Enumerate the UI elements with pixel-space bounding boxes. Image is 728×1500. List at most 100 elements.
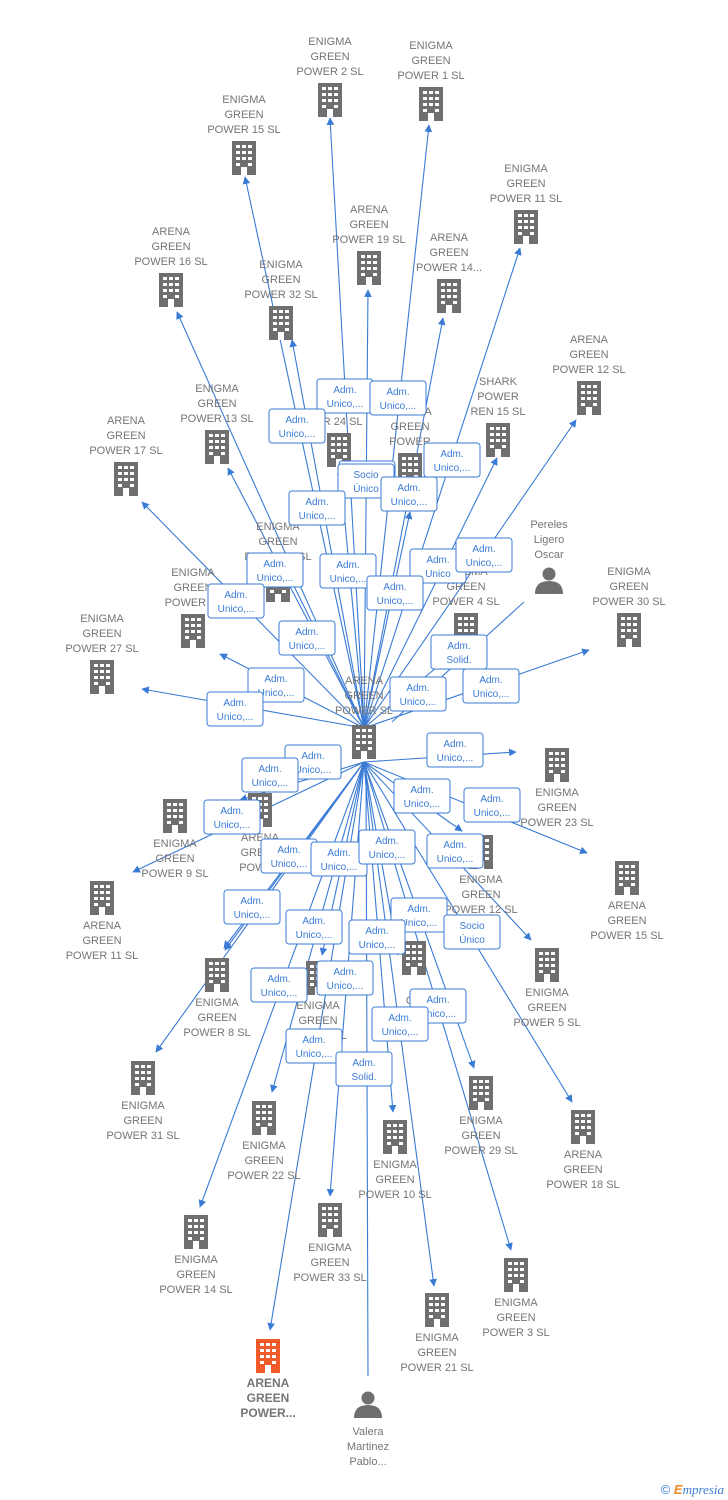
- relation-label-box: [319, 553, 377, 589]
- relation-label-text: Adm.: [333, 385, 356, 396]
- relation-label-text: Solid.: [351, 1072, 376, 1083]
- relation-label[interactable]: Adm.Unico,...: [241, 757, 299, 793]
- relation-label[interactable]: Adm.Unico,...: [260, 838, 318, 874]
- relation-label[interactable]: Adm.Unico,...: [358, 829, 416, 865]
- relation-label-text: Adm.: [443, 739, 466, 750]
- relation-label[interactable]: Adm.Solid.: [430, 634, 488, 670]
- relation-label-box: [348, 919, 406, 955]
- relation-label[interactable]: Adm.Unico,...: [316, 378, 374, 414]
- node-egp24[interactable]: ER 24 SL: [315, 416, 363, 467]
- relation-label[interactable]: Adm.Unico,...: [206, 691, 264, 727]
- relation-label-box: [223, 889, 281, 925]
- relation-label[interactable]: Adm.Unico,...: [285, 909, 343, 945]
- node-label-line: ENIGMA: [195, 997, 239, 1009]
- relation-label[interactable]: Adm.Unico,...: [371, 1006, 429, 1042]
- relation-label[interactable]: Adm.Unico,...: [207, 583, 265, 619]
- relation-label[interactable]: Adm.Unico,...: [246, 552, 304, 588]
- relation-label-text: Adm.: [258, 764, 281, 775]
- relation-label[interactable]: Adm.Unico,...: [268, 408, 326, 444]
- relation-label[interactable]: Adm.Unico,...: [348, 919, 406, 955]
- node-label-line: ENIGMA: [121, 1100, 165, 1112]
- relation-label-text: Unico,...: [401, 918, 438, 929]
- relation-label[interactable]: Adm.Solid.: [335, 1051, 393, 1087]
- node-label-line: GREEN: [298, 1015, 337, 1027]
- relation-label-text: Adm.: [480, 794, 503, 805]
- node-label-line: GREEN: [461, 889, 500, 901]
- node-valera[interactable]: ValeraMartinezPablo...: [347, 1391, 389, 1469]
- node-label-line: ARENA: [107, 415, 146, 427]
- node-label-line: POWER 14...: [416, 262, 482, 274]
- relation-label[interactable]: Adm.Unico,...: [250, 967, 308, 1003]
- relation-label-box: [203, 799, 261, 835]
- relation-label[interactable]: Adm.Unico,...: [278, 620, 336, 656]
- relation-label[interactable]: Adm.Unico,...: [426, 833, 484, 869]
- relation-label[interactable]: Adm.Unico,...: [366, 575, 424, 611]
- node-agpHL[interactable]: ARENAGREENPOWER...: [240, 1339, 296, 1420]
- relation-label[interactable]: Adm.Unico,...: [316, 960, 374, 996]
- node-label-line: ENIGMA: [409, 40, 453, 52]
- relation-label-text: Unico,...: [330, 574, 367, 585]
- relation-label[interactable]: Adm.Unico,...: [389, 676, 447, 712]
- node-label-line: GREEN: [244, 1155, 283, 1167]
- relation-label[interactable]: Adm.Unico,...: [288, 490, 346, 526]
- relation-label[interactable]: Adm.Unico,...: [423, 442, 481, 478]
- relation-label-text: Unico,...: [296, 1049, 333, 1060]
- node-label-line: POWER...: [240, 1406, 295, 1420]
- brand-footer[interactable]: © Empresia: [661, 1482, 724, 1498]
- relation-label[interactable]: Adm.Unico,...: [369, 380, 427, 416]
- relation-label[interactable]: Adm.Unico,...: [223, 889, 281, 925]
- building-icon: [419, 87, 443, 121]
- relation-label-text: Adm.: [410, 785, 433, 796]
- relation-label[interactable]: Adm.Unico,...: [463, 787, 521, 823]
- relation-label[interactable]: Adm.Unico,...: [380, 476, 438, 512]
- node-label-line: ENIGMA: [195, 383, 239, 395]
- relation-label[interactable]: Adm.Unico,...: [310, 841, 368, 877]
- relation-label[interactable]: Adm.Unico,...: [426, 732, 484, 768]
- relation-label-text: Adm.: [407, 904, 430, 915]
- relation-label[interactable]: Adm.Unico,...: [455, 537, 513, 573]
- relation-label[interactable]: Adm.Unico,...: [203, 799, 261, 835]
- relation-label[interactable]: Adm.Unico,...: [393, 778, 451, 814]
- relation-label[interactable]: Adm.Unico,...: [319, 553, 377, 589]
- relation-label[interactable]: Adm.Unico,...: [285, 1028, 343, 1064]
- relation-label-box: [380, 476, 438, 512]
- node-label-line: GREEN: [417, 1347, 456, 1359]
- relation-label-box: [366, 575, 424, 611]
- relation-label[interactable]: Adm.Unico,...: [462, 668, 520, 704]
